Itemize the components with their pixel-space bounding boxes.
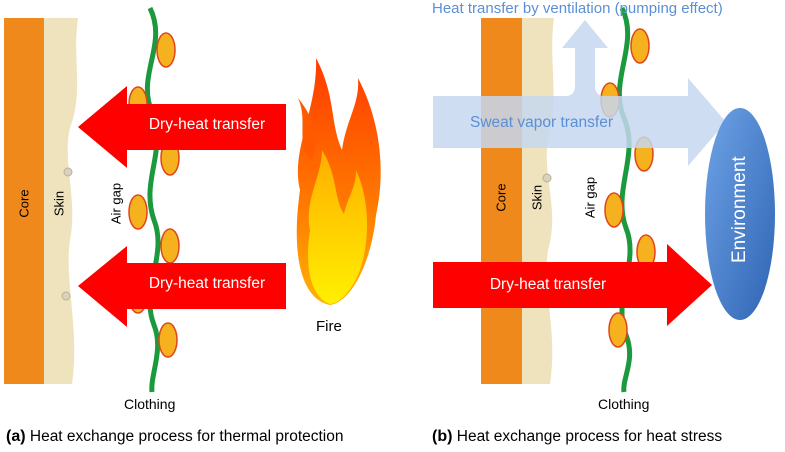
caption-a-letter: (a) (6, 428, 26, 445)
caption-a-text: Heat exchange process for thermal protec… (29, 428, 344, 445)
knot (156, 32, 176, 68)
clothing-label-a: Clothing (124, 396, 176, 412)
caption-b: (b) Heat exchange process for heat stres… (432, 428, 722, 446)
knot (128, 194, 148, 230)
knot (608, 312, 628, 348)
caption-b-letter: (b) (432, 428, 453, 445)
clothing-line-a (144, 6, 161, 393)
core-label-a: Core (16, 189, 32, 218)
skin-pore-a2 (61, 291, 71, 301)
knot (160, 228, 180, 264)
air-gap-label-b: Air gap (582, 176, 598, 219)
skin-layer-a (44, 18, 78, 384)
clothing-line-b (616, 6, 633, 393)
clothing-label-b: Clothing (598, 396, 650, 412)
fire-icon (296, 58, 381, 305)
core-layer-b (481, 18, 522, 384)
sweat-vapor-label: Sweat vapor transfer (470, 114, 614, 131)
ventilation-label: Heat transfer by ventilation (pumping ef… (432, 0, 723, 17)
panel-b (433, 6, 775, 393)
arrow-top-label: Dry-heat transfer (148, 116, 266, 133)
skin-label-b: Skin (529, 184, 545, 211)
core-label-b: Core (493, 183, 509, 212)
core-layer-a (4, 18, 44, 384)
dry-heat-arrow-right (433, 244, 712, 326)
environment-ellipse (705, 108, 775, 320)
dry-heat-arrow-top (78, 86, 286, 168)
dry-heat-label-b: Dry-heat transfer (489, 276, 607, 293)
caption-b-text: Heat exchange process for heat stress (456, 428, 723, 445)
caption-a: (a) Heat exchange process for thermal pr… (6, 428, 344, 446)
skin-pore-a1 (63, 167, 73, 177)
arrow-bottom-label: Dry-heat transfer (148, 275, 266, 292)
skin-pore-b1 (542, 173, 552, 183)
panel-a (4, 6, 381, 393)
knot (158, 322, 178, 358)
knot (604, 192, 624, 228)
skin-label-a: Skin (51, 190, 67, 217)
dry-heat-arrow-bottom (78, 246, 286, 327)
fire-label: Fire (316, 318, 342, 335)
air-gap-label-a: Air gap (108, 182, 124, 225)
environment-label: Environment (729, 156, 750, 263)
knot (630, 28, 650, 64)
ventilation-arrow (433, 20, 726, 166)
